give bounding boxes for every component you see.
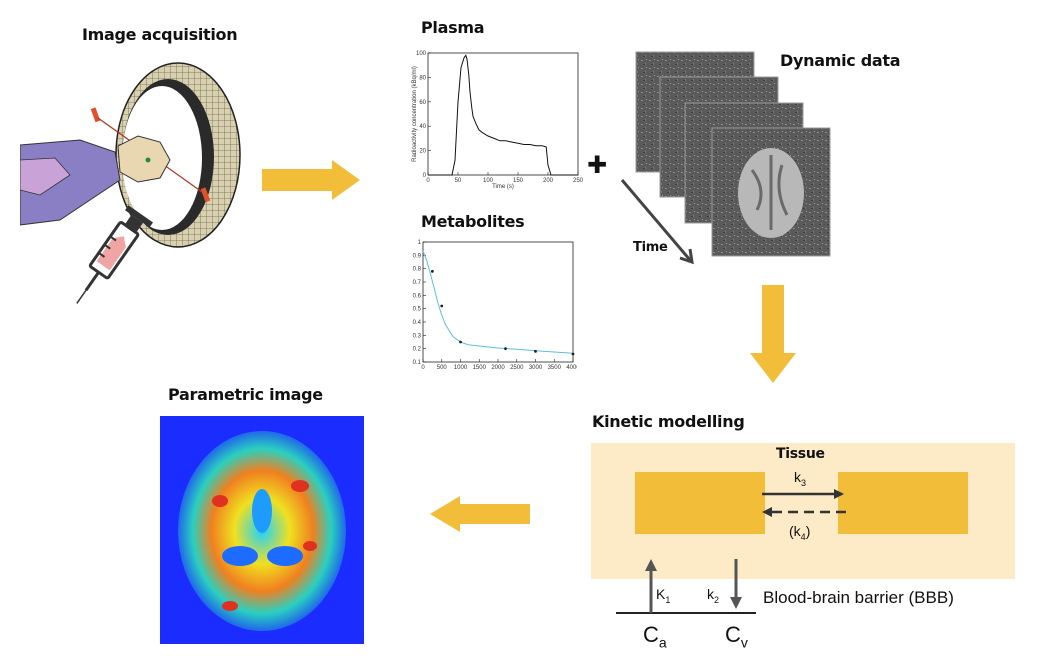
x-tick-label: 0 (426, 178, 430, 184)
patient-arm (20, 157, 71, 196)
annihilation-point (145, 157, 151, 163)
y-tick-label: 0.5 (413, 307, 422, 313)
compartment-bound (838, 472, 968, 534)
plot-frame (422, 241, 574, 363)
x-tick-label: 1500 (473, 365, 487, 370)
heading-plasma: Plasma (421, 18, 485, 37)
y-tick-label: 80 (419, 75, 426, 81)
y-tick-label: 0 (423, 173, 427, 179)
y-tick-label: 0.3 (413, 333, 422, 339)
series-line (422, 251, 574, 354)
k2-label: k2 (707, 586, 720, 605)
bbb-label: Blood-brain barrier (BBB) (763, 588, 954, 607)
patient-head (117, 135, 171, 183)
x-tick-label: 2000 (491, 365, 505, 370)
heading-image-acquisition: Image acquisition (82, 25, 238, 44)
x-axis-label: Time (s) (492, 184, 514, 190)
y-tick-label: 100 (416, 51, 427, 57)
y-tick-label: 0.7 (413, 280, 422, 286)
heading-metabolites: Metabolites (421, 212, 525, 231)
y-tick-label: 0.8 (413, 267, 422, 273)
tissue-label: Tissue (776, 446, 825, 462)
y-tick-label: 60 (419, 100, 426, 106)
arrow-right-1 (262, 160, 360, 200)
x-tick-label: 1000 (454, 365, 468, 370)
x-tick-label: 50 (455, 178, 462, 184)
plot-frame (427, 52, 579, 176)
x-tick-label: 500 (437, 365, 448, 370)
x-tick-label: 150 (513, 178, 524, 184)
k4-label: (k4) (789, 523, 811, 542)
y-tick-label: 0.9 (413, 253, 422, 259)
cv-label: Cv (725, 622, 748, 651)
y-tick-label: 40 (419, 124, 426, 130)
x-tick-label: 100 (483, 178, 494, 184)
compartment-free (635, 472, 765, 534)
data-point (504, 347, 507, 351)
parametric-image (160, 416, 364, 644)
heading-dynamic-data: Dynamic data (780, 51, 901, 70)
time-label: Time (633, 240, 668, 255)
pet-scanner-illustration (20, 62, 241, 304)
y-tick-label: 0.1 (413, 360, 422, 366)
y-tick-label: 20 (419, 149, 426, 155)
heading-parametric-image: Parametric image (168, 385, 323, 404)
x-tick-label: 200 (543, 178, 554, 184)
y-tick-label: 0.4 (413, 320, 422, 326)
data-point (534, 349, 537, 353)
dynamic-frames (635, 51, 831, 257)
syringe-icon (76, 205, 154, 304)
detector-top (90, 107, 101, 123)
plus-icon: ✚ (587, 151, 608, 179)
y-tick-label: 0.6 (413, 293, 422, 299)
data-point (430, 269, 434, 273)
bbb-arrows (616, 559, 756, 614)
exchange-arrows (762, 489, 846, 517)
x-tick-label: 3000 (529, 365, 543, 370)
k1-label: K1 (656, 586, 671, 605)
x-tick-label: 2500 (510, 365, 524, 370)
data-point (440, 304, 444, 308)
x-tick-label: 0 (421, 365, 425, 370)
x-tick-label: 3500 (548, 365, 562, 370)
heading-kinetic-modelling: Kinetic modelling (592, 412, 745, 431)
data-point (571, 352, 575, 356)
y-tick-label: 1 (418, 240, 422, 246)
y-tick-label: 0.2 (413, 347, 422, 353)
arrow-down (750, 285, 796, 383)
series-line (428, 54, 578, 176)
k3-label: k3 (794, 469, 807, 488)
x-tick-label: 250 (573, 178, 583, 184)
data-point (459, 340, 462, 344)
arrow-left (430, 496, 530, 532)
time-arrow (620, 179, 694, 265)
ca-label: Ca (643, 622, 667, 651)
y-axis-label: Radioactivity concentration (kBq/ml) (412, 66, 418, 162)
detector-bottom (200, 187, 211, 203)
